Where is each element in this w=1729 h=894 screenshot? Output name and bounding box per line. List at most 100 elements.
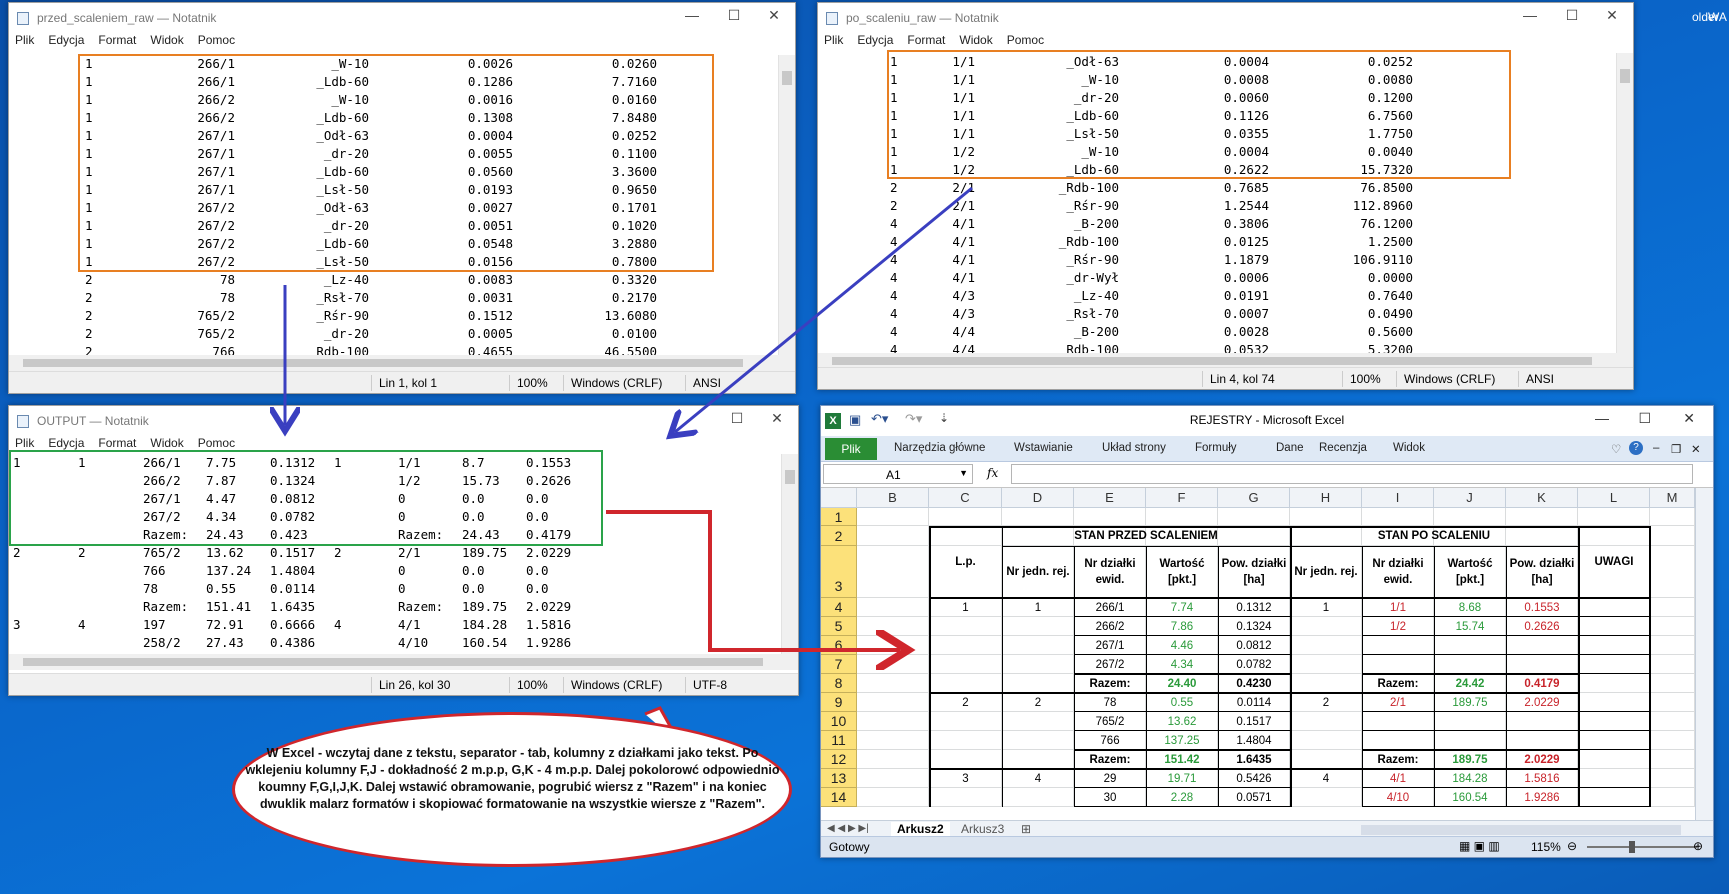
tab-recenzja[interactable]: Recenzja: [1319, 442, 1367, 454]
horizontal-scrollbar[interactable]: [818, 353, 1633, 369]
ribbon-close-icon[interactable]: ✕: [1691, 444, 1701, 456]
cell-d9[interactable]: 2: [1034, 696, 1042, 709]
cell-i14[interactable]: 4/10: [1386, 791, 1410, 804]
column-header-h[interactable]: H: [1290, 488, 1362, 508]
ribbon-minimize-icon[interactable]: –: [1653, 442, 1660, 454]
menu-item-edycja[interactable]: Edycja: [48, 33, 85, 47]
column-header-e[interactable]: E: [1074, 488, 1146, 508]
tab-widok[interactable]: Widok: [1393, 442, 1425, 454]
column-header-b[interactable]: B: [857, 488, 929, 508]
menu-item-format[interactable]: Format: [98, 33, 137, 47]
column-header-m[interactable]: M: [1650, 488, 1695, 508]
row-header[interactable]: 10: [821, 712, 857, 731]
excel-window[interactable]: X ▣ ↶▾ ↷▾ ⇣ REJESTRY - Microsoft Excel —…: [820, 405, 1714, 858]
cell-g7[interactable]: 0.0782: [1236, 658, 1272, 671]
cell-f7[interactable]: 4.34: [1170, 658, 1194, 671]
cell-c4[interactable]: 1: [962, 601, 969, 614]
close-icon[interactable]: ✕: [1606, 7, 1618, 23]
vertical-scrollbar[interactable]: [781, 454, 798, 654]
cell-j9[interactable]: 189.75: [1452, 696, 1488, 709]
redo-icon[interactable]: ↷▾: [905, 411, 923, 426]
zoom-slider[interactable]: [1587, 846, 1697, 848]
cell-e12[interactable]: Razem:: [1089, 753, 1131, 766]
row-header[interactable]: 2: [821, 526, 857, 546]
menu-item-pomoc[interactable]: Pomoc: [197, 436, 236, 450]
column-header-k[interactable]: K: [1506, 488, 1578, 508]
cell-k5[interactable]: 0.2626: [1524, 620, 1560, 633]
cell-f8[interactable]: 24.40: [1167, 677, 1197, 690]
cell-g13[interactable]: 0.5426: [1236, 772, 1272, 785]
minimize-icon[interactable]: —: [685, 7, 699, 23]
maximize-icon[interactable]: ☐: [727, 7, 741, 23]
cell-g8[interactable]: 0.4230: [1236, 677, 1272, 690]
desktop-label-wa[interactable]: WA: [1708, 10, 1727, 24]
column-header-i[interactable]: I: [1362, 488, 1434, 508]
cell-g14[interactable]: 0.0571: [1236, 791, 1272, 804]
cell-i5[interactable]: 1/2: [1390, 620, 1406, 633]
tab-dane[interactable]: Dane: [1276, 442, 1304, 454]
cell-j14[interactable]: 160.54: [1452, 791, 1488, 804]
menu-item-edycja[interactable]: Edycja: [48, 436, 85, 450]
menu-item-format[interactable]: Format: [98, 436, 137, 450]
menu-item-widok[interactable]: Widok: [150, 33, 184, 47]
zoom-slider-thumb[interactable]: [1629, 841, 1635, 853]
row-header[interactable]: 9: [821, 693, 857, 712]
undo-icon[interactable]: ↶▾: [871, 411, 889, 426]
minimize-icon[interactable]: —: [1595, 410, 1609, 426]
cell-e14[interactable]: 30: [1103, 791, 1117, 804]
row-header[interactable]: 13: [821, 769, 857, 788]
cell-d13[interactable]: 4: [1034, 772, 1042, 785]
minimize-icon[interactable]: —: [1523, 7, 1537, 23]
cell-e8[interactable]: Razem:: [1089, 677, 1131, 690]
cell-g6[interactable]: 0.0812: [1236, 639, 1272, 652]
cell-i12[interactable]: Razem:: [1377, 753, 1419, 766]
cell-e10[interactable]: 765/2: [1095, 715, 1125, 728]
cell-k13[interactable]: 1.5816: [1524, 772, 1560, 785]
close-icon[interactable]: ✕: [768, 7, 780, 23]
cell-e9[interactable]: 78: [1103, 696, 1117, 709]
row-header[interactable]: 8: [821, 674, 857, 693]
cell-f6[interactable]: 4.46: [1170, 639, 1194, 652]
view-normal-icon[interactable]: ▦ ▣ ▥: [1459, 839, 1500, 853]
cell-j12[interactable]: 189.75: [1452, 753, 1488, 766]
new-sheet-icon[interactable]: ⊞: [1021, 822, 1032, 836]
cell-e11[interactable]: 766: [1100, 734, 1120, 747]
help-icon[interactable]: ?: [1629, 441, 1643, 455]
cell-f14[interactable]: 2.28: [1170, 791, 1194, 804]
cell-e13[interactable]: 29: [1103, 772, 1117, 785]
menu-item-plik[interactable]: Plik: [15, 33, 35, 47]
horizontal-scrollbar[interactable]: [1361, 825, 1681, 835]
close-icon[interactable]: ✕: [1683, 410, 1695, 426]
column-header-g[interactable]: G: [1218, 488, 1290, 508]
menu-item-widok[interactable]: Widok: [959, 33, 993, 47]
horizontal-scrollbar[interactable]: [9, 654, 798, 670]
sheet-nav-icon[interactable]: ◀ ◀ ▶ ▶|: [827, 823, 869, 834]
cell-h4[interactable]: 1: [1322, 601, 1330, 614]
cell-c9[interactable]: 2: [962, 696, 969, 709]
vertical-scrollbar[interactable]: [778, 55, 795, 355]
row-header[interactable]: 4: [821, 598, 857, 617]
cell-j8[interactable]: 24.42: [1455, 677, 1485, 690]
cell-d4[interactable]: 1: [1034, 601, 1042, 614]
cell-j4[interactable]: 8.68: [1458, 601, 1482, 614]
ribbon-restore-icon[interactable]: ❐: [1671, 444, 1682, 456]
menu-item-pomoc[interactable]: Pomoc: [1006, 33, 1045, 47]
cell-e7[interactable]: 267/2: [1095, 658, 1125, 671]
name-box[interactable]: A1 ▼: [823, 464, 973, 484]
cell-k4[interactable]: 0.1553: [1524, 601, 1560, 614]
notepad-window-before[interactable]: przed_scaleniem_raw — Notatnik — ☐ ✕ Pli…: [8, 2, 796, 394]
cell-k12[interactable]: 2.0229: [1524, 753, 1560, 766]
row-header[interactable]: 3: [821, 546, 857, 598]
cell-f13[interactable]: 19.71: [1167, 772, 1197, 785]
maximize-icon[interactable]: ☐: [1638, 410, 1651, 426]
cell-f11[interactable]: 137.25: [1164, 734, 1200, 747]
sheet-tab-arkusz2[interactable]: Arkusz2: [891, 822, 950, 836]
cell-e4[interactable]: 266/1: [1095, 601, 1125, 614]
cell-e6[interactable]: 267/1: [1095, 639, 1125, 652]
cell-f4[interactable]: 7.74: [1170, 601, 1194, 614]
column-header-c[interactable]: C: [929, 488, 1002, 508]
tab-plik[interactable]: Plik: [825, 438, 877, 460]
